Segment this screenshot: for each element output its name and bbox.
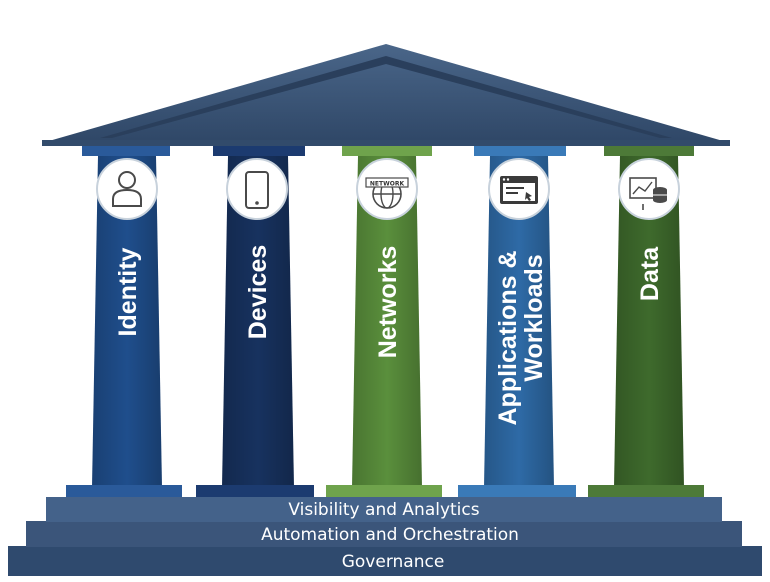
pillar-identity: Identity bbox=[66, 146, 182, 499]
foundation-steps: Governance Automation and Orchestration … bbox=[8, 497, 762, 576]
step-label-automation: Automation and Orchestration bbox=[261, 525, 519, 545]
step-visibility: Visibility and Analytics bbox=[46, 497, 722, 522]
step-label-governance: Governance bbox=[342, 552, 445, 572]
network-icon-text: NETWORK bbox=[370, 181, 405, 188]
pillar-label-workloads: Workloads bbox=[520, 254, 548, 381]
step-label-visibility: Visibility and Analytics bbox=[288, 500, 479, 520]
network-globe-icon: NETWORK bbox=[356, 158, 418, 220]
pillar-label-data: Data bbox=[636, 246, 664, 301]
user-icon bbox=[96, 158, 158, 220]
pillar-devices: Devices bbox=[196, 146, 314, 499]
step-automation: Automation and Orchestration bbox=[26, 521, 742, 547]
pillar-label-applications: Applications & bbox=[494, 250, 522, 425]
pillar-data: Data bbox=[588, 146, 704, 499]
pillar-label-networks: Networks bbox=[374, 246, 402, 359]
step-governance: Governance bbox=[8, 546, 762, 576]
pillar-label-identity: Identity bbox=[114, 247, 142, 336]
mobile-device-icon bbox=[226, 158, 288, 220]
browser-window-icon bbox=[488, 158, 550, 220]
data-analytics-icon bbox=[618, 158, 680, 220]
roof bbox=[42, 44, 730, 146]
pillar-label-devices: Devices bbox=[244, 245, 272, 340]
pillar-applications-workloads: Applications & Workloads bbox=[458, 146, 576, 499]
pillar-networks: NETWORK Networks bbox=[326, 146, 442, 499]
